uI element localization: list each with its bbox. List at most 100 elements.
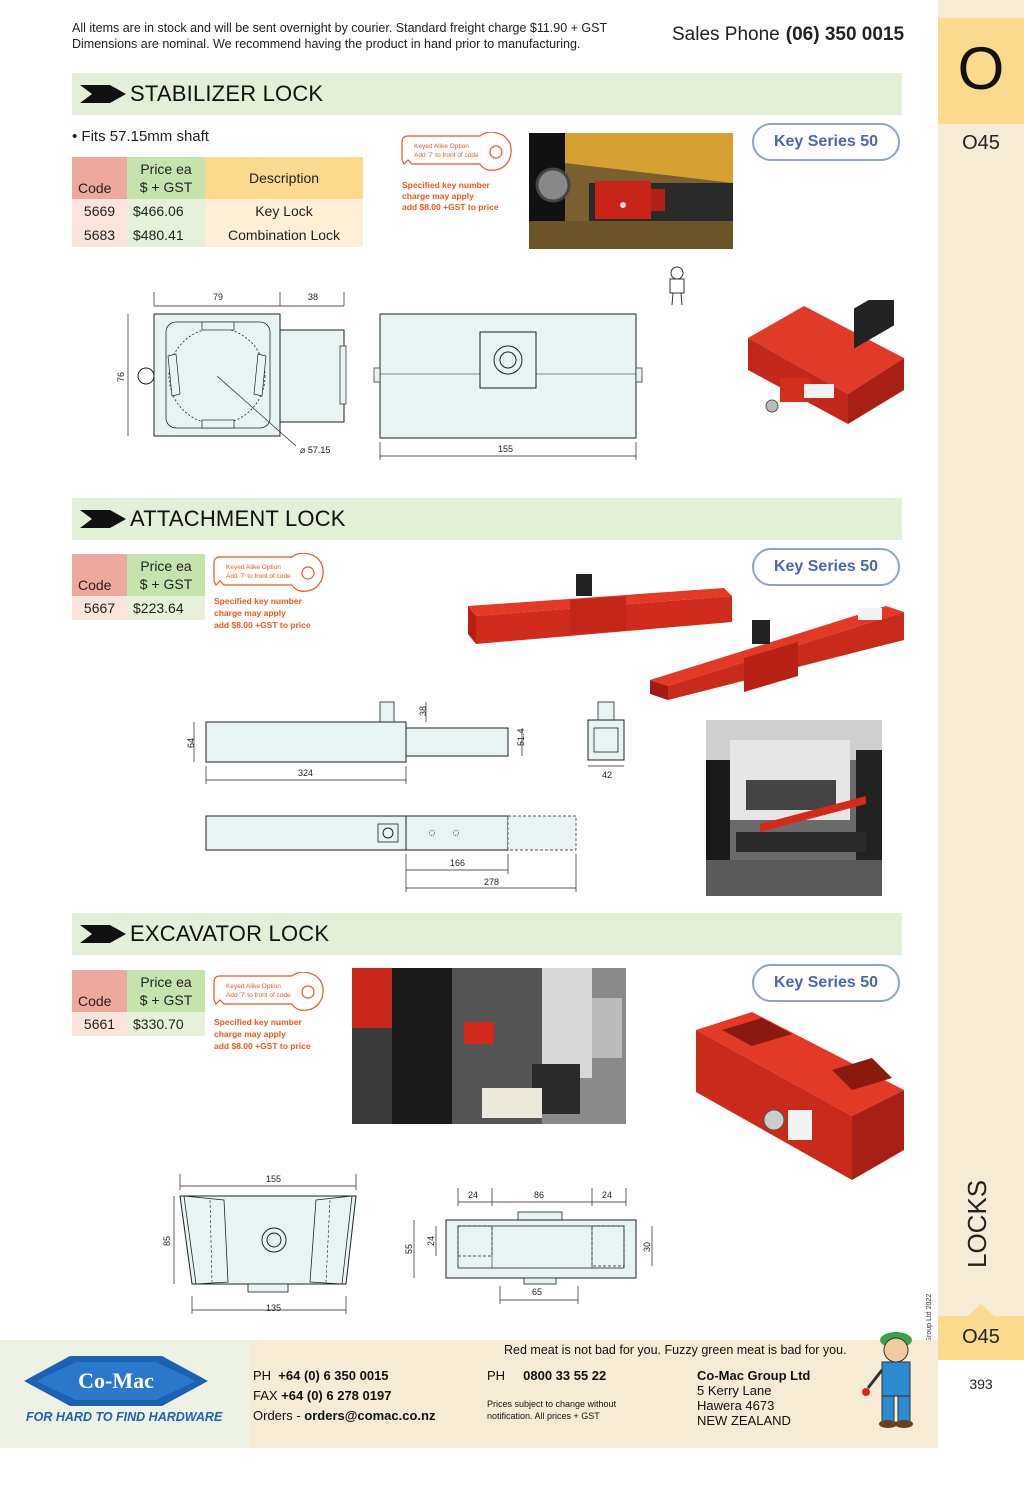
stabilizer-fits-note: • Fits 57.15mm shaft (72, 128, 209, 145)
header-price: Price ea$ + GST (127, 157, 205, 199)
excavator-section-header: EXCAVATOR LOCK (72, 913, 902, 955)
logo-text: Co-Mac (78, 1368, 154, 1393)
page-code-top: O45 (962, 132, 1000, 154)
key-charge-line2: charge may apply (214, 1029, 286, 1039)
key-charge-line1: Specified key number (214, 1017, 302, 1027)
key-option-note: Keyed Alike Option Add '7' to front of c… (400, 131, 520, 222)
header-price-line1: Price ea (140, 161, 192, 177)
excavator-photo (352, 968, 626, 1124)
row-code: 5661 (72, 1012, 127, 1036)
dim-38: 38 (308, 292, 318, 302)
key-charge-line2: charge may apply (214, 608, 286, 618)
key-charge-text: Specified key number charge may apply ad… (402, 180, 499, 213)
dim-38: 38 (418, 706, 428, 716)
header-code: Code (72, 157, 127, 199)
disclaimer-line2: notification. All prices + GST (487, 1411, 600, 1421)
key-charge-line2: charge may apply (402, 191, 474, 201)
footer-freephone: PH 0800 33 55 22 (487, 1366, 606, 1386)
key-charge-line3: add $8.00 +GST to price (214, 1041, 311, 1051)
address-line3: NEW ZEALAND (697, 1413, 791, 1428)
stabilizer-photo (529, 133, 733, 249)
excavator-price-table: Code Price ea$ + GST 5661 $330.70 (72, 970, 205, 1036)
arrow-icon (80, 510, 126, 528)
arrow-icon (80, 85, 126, 103)
attachment-photo (706, 720, 882, 896)
ph-number[interactable]: +64 (0) 6 350 0015 (278, 1368, 389, 1383)
dim-155: 155 (266, 1174, 281, 1184)
keyed-alike-text: Keyed Alike Option (226, 564, 281, 571)
header-price-line2: $ + GST (139, 576, 193, 592)
stabilizer-section-header: STABILIZER LOCK (72, 73, 902, 115)
key-outline-icon: Keyed Alike Option Add '7' to front of c… (213, 552, 324, 592)
dim-64: 64 (186, 738, 196, 748)
stabilizer-title: STABILIZER LOCK (130, 81, 324, 106)
header-description: Description (205, 157, 363, 199)
key-charge-text: Specified key number charge may apply ad… (214, 595, 311, 631)
ph2-label: PH (487, 1368, 506, 1383)
header-price: Price ea$ + GST (127, 554, 205, 596)
header-price: Price ea$ + GST (127, 970, 205, 1012)
bottom-tab (938, 1316, 1024, 1360)
mascot-icon (862, 1332, 913, 1428)
header-code: Code (72, 554, 127, 596)
sales-phone: Sales Phone(06) 350 0015 (672, 24, 904, 46)
add-7-text: Add '7' to front of code (226, 573, 291, 580)
attachment-price-table: Code Price ea$ + GST 5667 $223.64 (72, 554, 205, 620)
dim-24-right: 24 (602, 1190, 612, 1200)
dim-135: 135 (266, 1303, 281, 1313)
attachment-lock-render-2 (650, 606, 904, 700)
attachment-side-drawing: 64 38 51.4 324 (186, 701, 526, 784)
footer-tagline: Red meat is not bad for you. Fuzzy green… (504, 1343, 847, 1357)
stabilizer-price-table: Code Price ea$ + GST Description 5669 $4… (72, 157, 363, 247)
dim-30: 30 (642, 1242, 652, 1252)
header-code: Code (72, 970, 127, 1012)
key-charge-text: Specified key number charge may apply ad… (214, 1016, 311, 1052)
key-series-badge: Key Series 50 (752, 548, 900, 586)
fax-label: FAX (253, 1388, 278, 1403)
excavator-side-drawing: 24 86 24 55 24 30 65 (404, 1188, 653, 1304)
sales-phone-number[interactable]: (06) 350 0015 (785, 24, 905, 45)
notice-line-1: All items are in stock and will be sent … (72, 21, 608, 35)
stabilizer-lock-render (748, 300, 904, 424)
dim-324: 324 (298, 768, 313, 778)
fax-number: +64 (0) 6 278 0197 (281, 1388, 392, 1403)
keyed-alike-text: Keyed Alike Option (414, 143, 469, 150)
key-option-note: Keyed Alike Option Add '7' to front of c… (212, 552, 332, 643)
add-7-text: Add '7' to front of code (414, 152, 479, 159)
freephone-number[interactable]: 0800 33 55 22 (523, 1368, 607, 1383)
comac-logo[interactable]: Co-Mac (24, 1354, 208, 1408)
row-description: Key Lock (205, 199, 363, 223)
row-price: $466.06 (127, 199, 205, 223)
sales-label: Sales Phone (672, 24, 780, 45)
excavator-title: EXCAVATOR LOCK (130, 921, 330, 946)
category-text: LOCKS (962, 1179, 992, 1268)
table-row: 5683 $480.41 Combination Lock (72, 223, 363, 247)
key-charge-line1: Specified key number (214, 596, 302, 606)
table-row: 5661 $330.70 (72, 1012, 205, 1036)
key-series-badge: Key Series 50 (752, 123, 900, 161)
attachment-end-drawing: 42 (587, 701, 625, 780)
section-tab (938, 18, 1024, 124)
attachment-top-drawing: 166 278 (205, 815, 577, 892)
row-code: 5669 (72, 199, 127, 223)
dim-155: 155 (498, 444, 513, 454)
key-charge-line1: Specified key number (402, 180, 490, 190)
row-price: $223.64 (127, 596, 205, 620)
dim-76: 76 (116, 372, 126, 382)
address-line2: Hawera 4673 (697, 1398, 775, 1413)
orders-email[interactable]: orders@comac.co.nz (304, 1408, 436, 1423)
dim-278: 278 (484, 877, 499, 887)
address-line1: 5 Kerry Lane (697, 1383, 772, 1398)
logo-tagline: FOR HARD TO FIND HARDWARE (26, 1410, 223, 1424)
sidebar (938, 0, 1024, 1340)
orders-label: Orders - (253, 1408, 301, 1423)
stabilizer-end-view-drawing: 79 38 76 ⌀ 57.15 (116, 292, 347, 455)
attachment-title: ATTACHMENT LOCK (130, 506, 346, 531)
page-number: 393 (969, 1376, 993, 1392)
dim-42: 42 (602, 770, 612, 780)
ph-label: PH (253, 1368, 272, 1383)
mascot-small-icon (669, 266, 685, 306)
excavator-top-drawing: 155 85 135 (162, 1174, 357, 1314)
dim-51-4: 51.4 (516, 728, 526, 746)
disclaimer-line1: Prices subject to change without (487, 1399, 617, 1409)
